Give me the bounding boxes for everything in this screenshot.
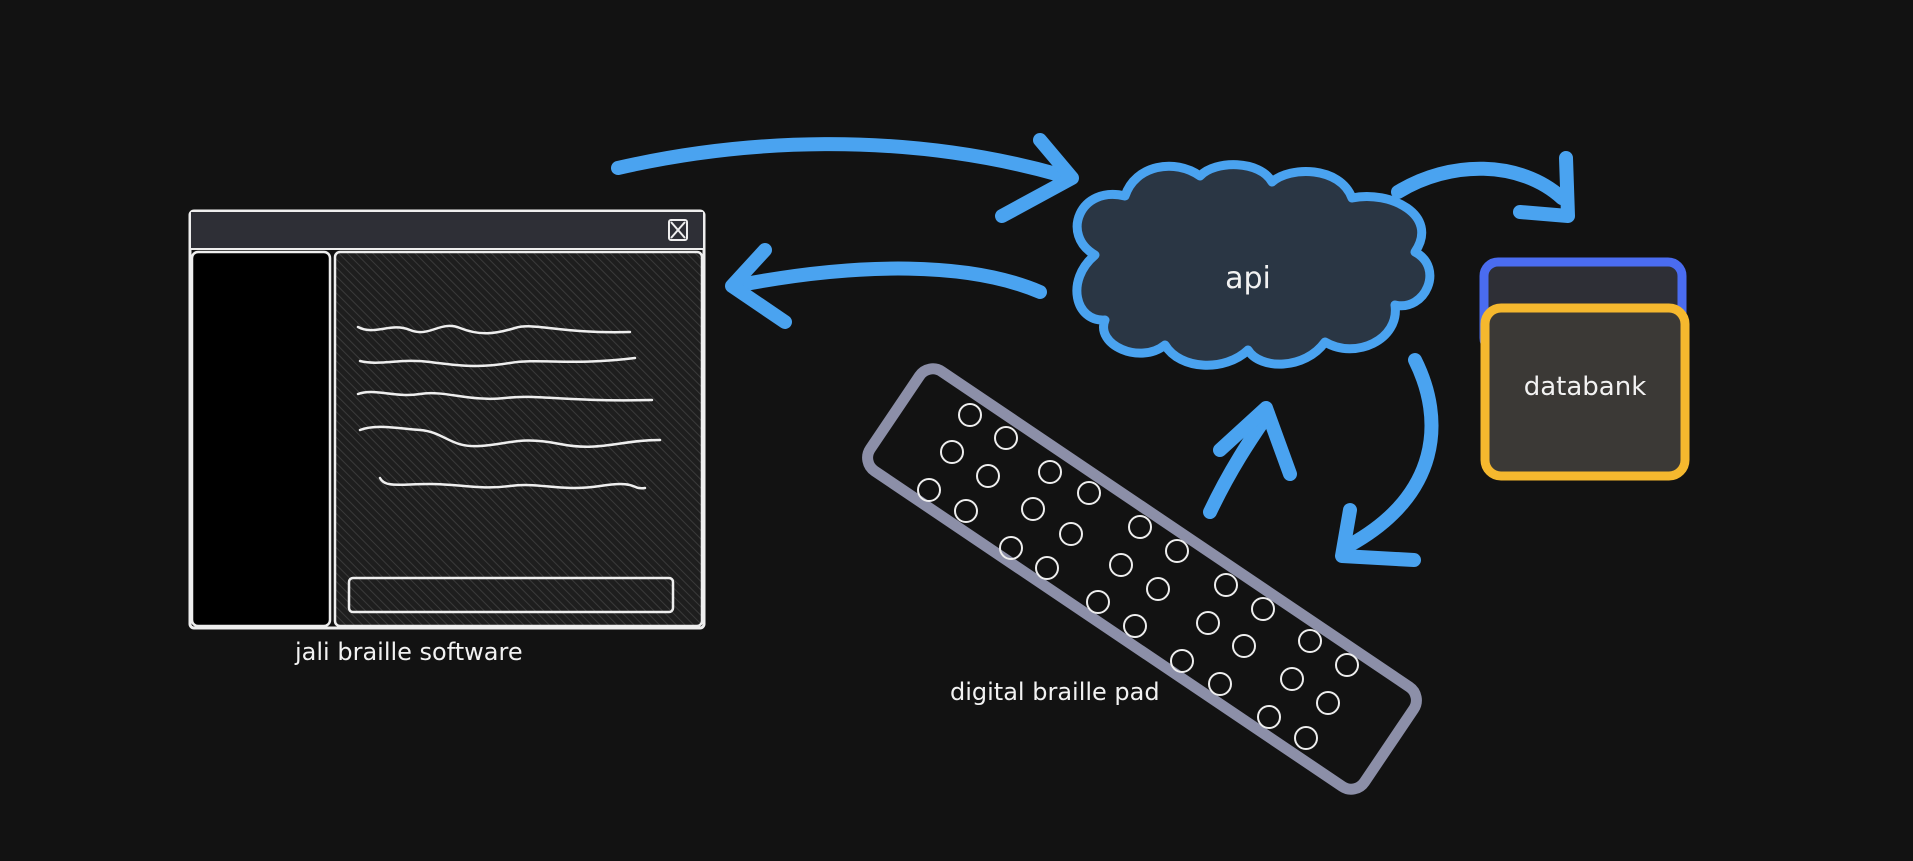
software-window [190, 211, 704, 628]
window-titlebar [191, 212, 703, 249]
pad-label: digital braille pad [950, 678, 1160, 706]
window-content-panel [335, 252, 702, 626]
arrow-pad-to-api [1210, 408, 1290, 512]
arrow-api-to-software [732, 250, 1040, 322]
api-label: api [1225, 261, 1271, 296]
arrow-api-to-pad [1342, 360, 1431, 560]
arrow-api-to-databank [1398, 158, 1568, 216]
databank-icon [1484, 262, 1685, 476]
software-label: jali braille software [294, 638, 523, 666]
databank-label: databank [1524, 372, 1647, 402]
window-input-field[interactable] [349, 578, 673, 612]
arrow-software-to-api [618, 140, 1072, 216]
window-sidebar-panel [192, 252, 330, 626]
braille-pad [861, 363, 1422, 796]
